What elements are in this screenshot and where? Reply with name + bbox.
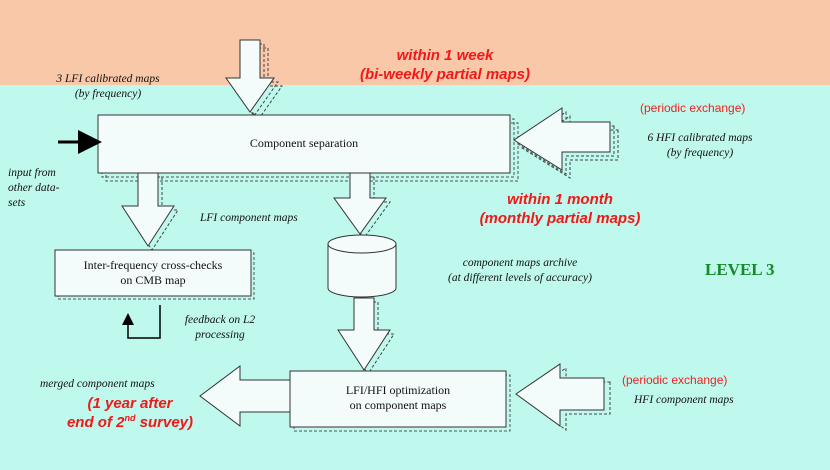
optimization-label: LFI/HFI optimization on component maps: [290, 383, 506, 413]
archive-line2: (at different levels of accuracy): [448, 272, 592, 284]
hfi-maps-line2: (by frequency): [666, 147, 734, 159]
optimization-box: [289, 370, 507, 428]
hfi-component-maps-label: HFI component maps: [634, 394, 734, 406]
external-input-label: input from other data- sets: [8, 166, 59, 211]
hfi-exchange-top: (periodic exchange): [640, 101, 746, 115]
year-suffix: survey): [135, 414, 194, 431]
merged-maps-label: merged component maps: [40, 378, 155, 390]
cross-checks-line2: on CMB map: [120, 273, 186, 287]
merged-output-arrow: [199, 365, 291, 427]
cross-checks-label: Inter-frequency cross-checks on CMB map: [55, 258, 251, 288]
external-line3: sets: [8, 197, 26, 209]
lfi-input-arrow: [225, 39, 283, 121]
component-separation-label: Component separation: [249, 136, 359, 150]
hfi-input-arrow: [513, 107, 619, 179]
timing-year-line2: end of 2nd survey): [60, 413, 200, 432]
optimization-line2: on component maps: [349, 398, 447, 412]
lfi-maps-line1: 3 LFI calibrated maps: [56, 73, 160, 85]
timing-month-line2: (monthly partial maps): [479, 210, 641, 227]
feedback-arrow: [122, 305, 161, 339]
timing-year-line1: (1 year after: [87, 395, 173, 412]
year-sup: nd: [124, 413, 136, 423]
hfi-component-arrow: [515, 363, 611, 431]
cross-checks-box: [54, 249, 252, 297]
lfi-maps-label: 3 LFI calibrated maps (by frequency): [48, 72, 168, 102]
lfi-maps-line2: (by frequency): [74, 88, 142, 100]
hfi-maps-line1: 6 HFI calibrated maps: [647, 132, 753, 144]
external-line2: other data-: [8, 182, 60, 194]
component-separation-box: [97, 114, 511, 174]
feedback-label: feedback on L2 processing: [172, 313, 268, 343]
lfi-component-arrow: [121, 172, 179, 251]
timing-week-line1: within 1 week: [396, 47, 494, 64]
archive-arrow: [333, 172, 391, 239]
feedback-line2: processing: [195, 329, 245, 341]
timing-week: within 1 week (bi-weekly partial maps): [330, 46, 560, 84]
cross-checks-line1: Inter-frequency cross-checks: [83, 258, 223, 272]
weekly-band: [0, 0, 830, 85]
optimization-arrow: [337, 297, 395, 375]
timing-month: within 1 month (monthly partial maps): [460, 190, 660, 228]
external-line1: input from: [8, 167, 56, 179]
archive-label: component maps archive (at different lev…: [425, 256, 615, 286]
hfi-maps-label: 6 HFI calibrated maps (by frequency): [638, 131, 762, 161]
archive-line1: component maps archive: [462, 257, 578, 269]
timing-month-line1: within 1 month: [507, 191, 613, 208]
year-prefix: end of 2: [66, 414, 125, 431]
timing-week-line2: (bi-weekly partial maps): [359, 66, 531, 83]
hfi-exchange-bottom: (periodic exchange): [622, 373, 728, 387]
archive-cylinder: [327, 234, 397, 298]
level-label: LEVEL 3: [705, 260, 775, 279]
lfi-component-maps-label: LFI component maps: [200, 212, 298, 224]
timing-year: (1 year after end of 2nd survey): [60, 394, 200, 432]
optimization-line1: LFI/HFI optimization: [345, 383, 451, 397]
feedback-line1: feedback on L2: [184, 314, 256, 326]
